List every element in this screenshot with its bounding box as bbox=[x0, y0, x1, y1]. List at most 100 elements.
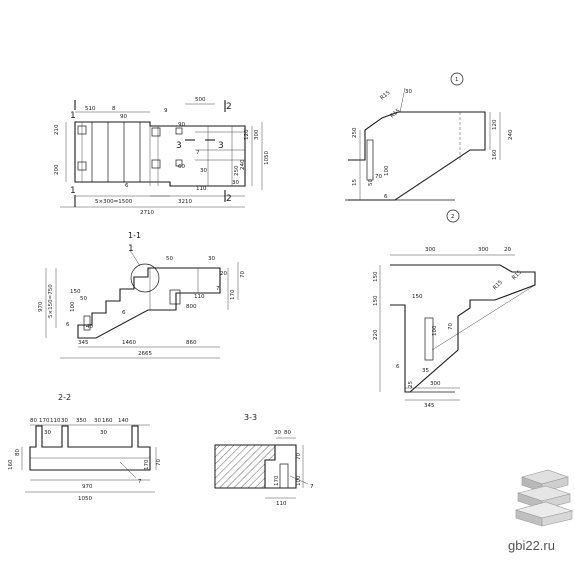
detail-1-dim-240: 240 bbox=[508, 129, 514, 140]
plan-dim-90: 90 bbox=[120, 114, 127, 120]
plan-dim-2710: 2710 bbox=[140, 210, 154, 216]
plan-embed-2 bbox=[77, 161, 87, 171]
plan-cut-3-left: 3 bbox=[176, 141, 182, 151]
detail-2-dim-300c: 300 bbox=[430, 381, 441, 387]
detail-1-dim-160: 160 bbox=[492, 149, 498, 160]
section-2-2-top-4: 350 bbox=[76, 418, 87, 424]
section-1-1-dim-40: 40 bbox=[86, 324, 93, 330]
detail-2-number: 2 bbox=[451, 214, 455, 220]
section-3-3-embed bbox=[279, 463, 289, 489]
plan-dim-1050: 1050 bbox=[264, 151, 270, 165]
section-2-2-top-6: 160 bbox=[102, 418, 113, 424]
section-3-3-dim-110: 110 bbox=[276, 501, 287, 507]
section-1-1-dim-50b: 50 bbox=[166, 256, 173, 262]
plan-cut-2-top: 2 bbox=[226, 102, 232, 112]
detail-1-embed bbox=[366, 139, 374, 181]
detail-2-dim-345: 345 bbox=[424, 403, 435, 409]
plan-dim-300: 300 bbox=[254, 129, 260, 140]
section-2-2-dim-70: 70 bbox=[156, 459, 162, 466]
section-1-1-dim-2665: 2665 bbox=[138, 351, 152, 357]
detail-1-r15-leader bbox=[399, 87, 406, 113]
plan-dim-500: 500 bbox=[195, 97, 206, 103]
section-3-3-dim-170: 170 bbox=[274, 475, 280, 486]
section-2-2-dim-1050: 1050 bbox=[78, 496, 92, 502]
section-1-1-dim-50: 50 bbox=[80, 296, 87, 302]
detail-2-dim-220: 220 bbox=[373, 329, 379, 340]
section-2-2-mark-7: 7 bbox=[138, 479, 142, 485]
plan-dim-3210: 3210 bbox=[178, 199, 192, 205]
section-3-3-dim-30: 30 bbox=[274, 430, 281, 436]
plan-dim-120: 120 bbox=[244, 129, 250, 140]
section-2-2-top-0: 80 bbox=[30, 418, 37, 424]
section-1-1-dim-110: 110 bbox=[194, 294, 205, 300]
plan-mark-8: 8 bbox=[112, 106, 116, 112]
section-2-2-profile bbox=[29, 425, 151, 471]
section-1-1: 1-1 1 970 5×150=750 150 50 100 40 345 14… bbox=[38, 231, 246, 359]
section-2-2-top-5: 30 bbox=[94, 418, 101, 424]
section-3-3-mark-7: 7 bbox=[310, 484, 314, 490]
plan-view: 510 8 90 500 9 210 200 6 5×300=1500 3210… bbox=[54, 97, 270, 216]
section-2-2-top-7: 140 bbox=[118, 418, 129, 424]
section-2-2-dim-160: 160 bbox=[8, 459, 14, 470]
plan-mark-9: 9 bbox=[164, 108, 168, 114]
section-1-1-dim-800: 800 bbox=[186, 304, 197, 310]
section-1-1-dim-20: 20 bbox=[220, 271, 227, 277]
detail-2-dim-150c: 150 bbox=[412, 294, 423, 300]
site-name: gbi22.ru bbox=[508, 538, 555, 553]
section-1-1-callout-leader bbox=[129, 249, 141, 267]
section-2-2-leader bbox=[119, 461, 137, 479]
plan-cut-3-right: 3 bbox=[218, 141, 224, 151]
section-1-1-embed-2 bbox=[169, 289, 181, 305]
section-3-3-title: 3-3 bbox=[244, 413, 257, 422]
section-1-1-title: 1-1 bbox=[128, 231, 141, 240]
detail-1-dim-120: 120 bbox=[492, 119, 498, 130]
detail-2-dim-25: 25 bbox=[408, 381, 414, 388]
detail-1-dim-50: 50 bbox=[368, 179, 374, 186]
site-logo: gbi22.ru bbox=[508, 469, 574, 553]
plan-embed-4 bbox=[151, 159, 161, 169]
section-2-2-top-1: 170 bbox=[39, 418, 50, 424]
section-2-2-title: 2-2 bbox=[58, 393, 71, 402]
detail-1-soffit bbox=[394, 149, 471, 201]
section-3-3: 3-3 30 80 70 170 100 110 7 bbox=[214, 413, 314, 507]
detail-1-dim-250: 250 bbox=[352, 127, 358, 138]
detail-2-dim-150b: 150 bbox=[373, 295, 379, 306]
plan-dim-240: 240 bbox=[240, 159, 246, 170]
plan-dim-200: 200 bbox=[54, 164, 60, 175]
section-1-1-dim-100: 100 bbox=[70, 301, 76, 312]
plan-dim-30: 30 bbox=[232, 180, 239, 186]
section-1-1-dim-70: 70 bbox=[240, 271, 246, 278]
plan-embed-5 bbox=[175, 127, 183, 135]
section-1-1-dim-860: 860 bbox=[186, 340, 197, 346]
detail-2-embed bbox=[424, 317, 434, 361]
section-2-2-dim-80: 80 bbox=[15, 449, 21, 456]
section-3-3-dim-100: 100 bbox=[296, 475, 302, 486]
detail-1-dim-100: 100 bbox=[384, 165, 390, 176]
section-1-1-callout-circle bbox=[130, 263, 160, 293]
plan-cut-2-bottom: 2 bbox=[226, 194, 232, 204]
detail-1-r15a: R15 bbox=[379, 90, 392, 102]
section-3-3-leader bbox=[289, 475, 309, 485]
plan-outline bbox=[74, 121, 246, 187]
section-1-1-mark-7: 7 bbox=[216, 286, 220, 292]
section-1-1-embed bbox=[83, 315, 91, 331]
plan-mark-6: 6 bbox=[125, 183, 129, 189]
section-1-1-mark-6: 6 bbox=[66, 322, 70, 328]
detail-2-profile bbox=[390, 264, 536, 393]
plan-dim-90b: 90 bbox=[178, 122, 185, 128]
detail-2-r15b: R15 bbox=[511, 269, 523, 281]
plan-dim-210: 210 bbox=[54, 124, 60, 135]
plan-dim-30b: 30 bbox=[200, 168, 207, 174]
detail-2-dim-150a: 150 bbox=[373, 271, 379, 282]
detail-1-mark-6: 6 bbox=[384, 194, 388, 200]
section-1-1-dim-345: 345 bbox=[78, 340, 89, 346]
section-1-1-dim-970: 970 bbox=[38, 301, 44, 312]
plan-embed-6 bbox=[175, 159, 183, 167]
section-2-2-dim-170: 170 bbox=[144, 459, 150, 470]
section-1-1-dim-170: 170 bbox=[230, 289, 236, 300]
plan-dim-60: 60 bbox=[178, 164, 185, 170]
detail-2-r15a: R15 bbox=[492, 279, 504, 291]
plan-embed-1 bbox=[77, 125, 87, 135]
section-3-3-hatched-body bbox=[214, 444, 276, 489]
